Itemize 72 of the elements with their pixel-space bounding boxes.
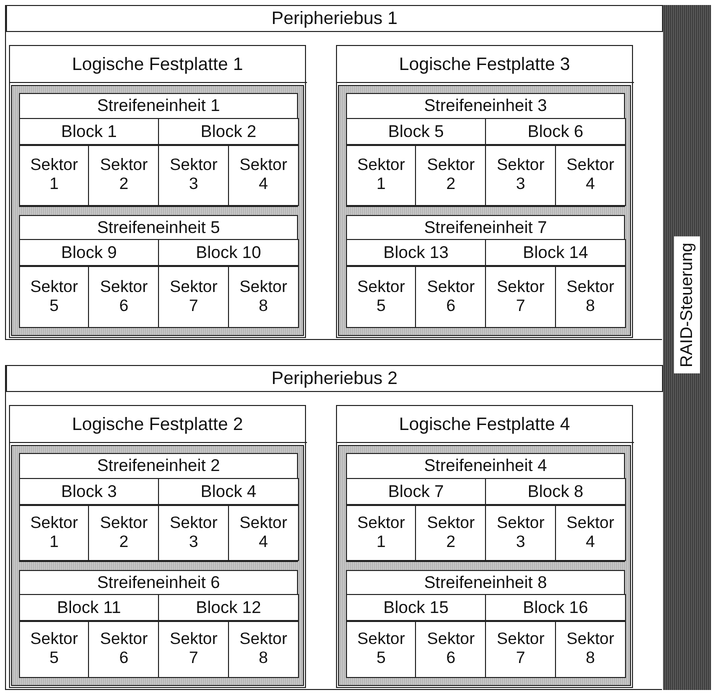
stripe-unit-heading: Streifeneinheit 2 xyxy=(96,456,221,476)
block-cell: Block 10 xyxy=(158,239,299,266)
stripe-unit-frame xyxy=(19,570,298,678)
block-cell: Block 14 xyxy=(485,239,626,266)
sector-cell: Sektor 6 xyxy=(415,266,486,328)
disk-heading: Logische Festplatte 4 xyxy=(398,414,572,434)
sector-cell: Sektor 4 xyxy=(228,504,299,561)
sector-cell: Sektor 4 xyxy=(228,144,299,206)
block-cell: Block 1 xyxy=(18,118,160,144)
logical-disk-frame xyxy=(9,405,306,688)
sector-cell: Sektor 8 xyxy=(554,266,626,328)
sector-cell: Sektor 8 xyxy=(554,621,626,678)
sector-cell: Sektor 7 xyxy=(158,266,230,328)
stripe-unit-heading: Streifeneinheit 3 xyxy=(423,96,548,116)
sector-cell: Sektor 1 xyxy=(18,144,90,206)
sector-cell: Sektor 7 xyxy=(485,266,556,328)
block-cell: Block 2 xyxy=(158,118,299,144)
sector-cell: Sektor 3 xyxy=(485,144,556,206)
sector-cell: Sektor 3 xyxy=(485,504,556,561)
block-cell: Block 13 xyxy=(346,239,486,266)
sector-cell: Sektor 6 xyxy=(88,266,160,328)
sector-cell: Sektor 7 xyxy=(485,621,556,678)
stripe-unit-heading: Streifeneinheit 6 xyxy=(96,572,221,592)
block-cell: Block 7 xyxy=(346,478,486,504)
sector-cell: Sektor 2 xyxy=(88,144,160,206)
sector-cell: Sektor 8 xyxy=(228,621,299,678)
block-cell: Block 5 xyxy=(346,118,486,144)
bus-header: Peripheriebus 2 xyxy=(6,365,663,392)
sector-cell: Sektor 7 xyxy=(158,621,230,678)
stripe-unit-frame xyxy=(346,570,625,678)
stripe-unit-frame xyxy=(19,93,298,206)
sector-cell: Sektor 1 xyxy=(346,144,417,206)
stripe-unit-heading: Streifeneinheit 8 xyxy=(423,572,548,592)
stripe-unit-heading: Streifeneinheit 5 xyxy=(96,218,221,238)
controller-bar xyxy=(663,5,711,690)
disk-heading: Logische Festplatte 3 xyxy=(398,54,572,74)
block-cell: Block 9 xyxy=(18,239,160,266)
block-cell: Block 4 xyxy=(158,478,299,504)
stripe-unit-frame xyxy=(19,214,298,328)
sector-cell: Sektor 2 xyxy=(415,504,486,561)
sector-cell: Sektor 1 xyxy=(18,504,90,561)
sector-cell: Sektor 8 xyxy=(228,266,299,328)
logical-disk-frame xyxy=(336,45,633,338)
block-cell: Block 15 xyxy=(346,594,486,621)
controller-label: RAID-Steuerung xyxy=(674,236,700,374)
block-cell: Block 3 xyxy=(18,478,160,504)
disk-heading: Logische Festplatte 1 xyxy=(70,54,244,74)
sector-cell: Sektor 6 xyxy=(415,621,486,678)
block-cell: Block 16 xyxy=(485,594,626,621)
stripe-unit-heading: Streifeneinheit 7 xyxy=(423,218,548,238)
logical-disk-frame xyxy=(336,405,633,688)
sector-cell: Sektor 6 xyxy=(88,621,160,678)
sector-cell: Sektor 2 xyxy=(415,144,486,206)
sector-cell: Sektor 4 xyxy=(554,504,626,561)
sector-cell: Sektor 2 xyxy=(88,504,160,561)
block-cell: Block 12 xyxy=(158,594,299,621)
stripe-unit-heading: Streifeneinheit 4 xyxy=(423,456,548,476)
block-cell: Block 11 xyxy=(18,594,160,621)
stripe-unit-frame xyxy=(346,93,625,206)
sector-cell: Sektor 3 xyxy=(158,144,230,206)
sector-cell: Sektor 1 xyxy=(346,504,417,561)
sector-cell: Sektor 4 xyxy=(554,144,626,206)
stripe-unit-frame xyxy=(346,214,625,328)
stripe-unit-frame xyxy=(346,453,625,562)
sector-cell: Sektor 3 xyxy=(158,504,230,561)
block-cell: Block 8 xyxy=(485,478,626,504)
block-cell: Block 6 xyxy=(485,118,626,144)
stripe-unit-heading: Streifeneinheit 1 xyxy=(96,96,221,116)
stripe-unit-frame xyxy=(19,453,298,562)
disk-heading: Logische Festplatte 2 xyxy=(70,414,244,434)
bus-header: Peripheriebus 1 xyxy=(6,5,663,32)
logical-disk-frame xyxy=(9,45,306,338)
